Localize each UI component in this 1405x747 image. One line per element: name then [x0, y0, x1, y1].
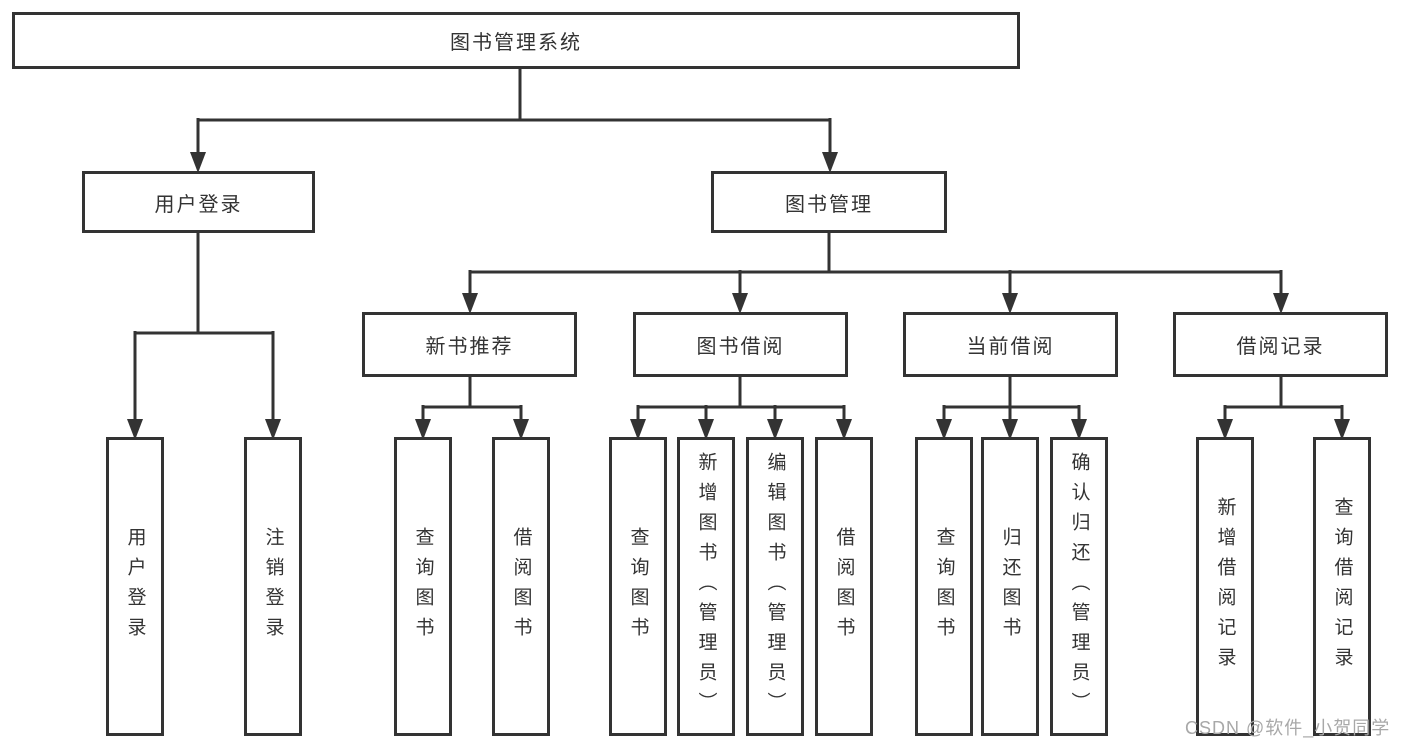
leaf-label: 新增图书（管理员） — [695, 451, 717, 722]
leaf-label: 借阅图书 — [510, 526, 532, 647]
arrow-down-icon — [936, 419, 952, 440]
leaf-label: 用户登录 — [124, 526, 146, 647]
arrow-down-icon — [1334, 419, 1350, 440]
arrow-down-icon — [415, 419, 431, 440]
leaf-query-borrow-record: 查询借阅记录 — [1313, 437, 1371, 736]
csdn-watermark: CSDN @软件_小贺同学 — [1185, 718, 1391, 738]
arrow-down-icon — [698, 419, 714, 440]
node-root-system: 图书管理系统 — [12, 12, 1020, 69]
arrow-down-icon — [836, 419, 852, 440]
leaf-return-books: 归还图书 — [981, 437, 1039, 736]
leaf-query-books-current: 查询图书 — [915, 437, 973, 736]
leaf-query-books-recommend: 查询图书 — [394, 437, 452, 736]
leaf-logout: 注销登录 — [244, 437, 302, 736]
arrow-down-icon — [822, 152, 838, 173]
leaf-edit-books-admin: 编辑图书（管理员） — [746, 437, 804, 736]
arrow-down-icon — [1273, 293, 1289, 314]
leaf-label: 归还图书 — [999, 526, 1021, 647]
arrow-down-icon — [1002, 419, 1018, 440]
leaf-add-borrow-record: 新增借阅记录 — [1196, 437, 1254, 736]
edge-new-book-recommend-children — [421, 375, 523, 422]
arrow-down-icon — [513, 419, 529, 440]
edge-borrow-records-children — [1223, 377, 1344, 422]
leaf-label: 查询图书 — [627, 526, 649, 647]
node-borrow-records: 借阅记录 — [1173, 312, 1388, 377]
arrow-down-icon — [265, 419, 281, 440]
arrow-down-icon — [767, 419, 783, 440]
leaf-label: 查询图书 — [933, 526, 955, 647]
leaf-label: 查询图书 — [412, 526, 434, 647]
arrow-down-icon — [127, 419, 143, 440]
node-book-management: 图书管理 — [711, 171, 947, 233]
leaf-query-books-borrow: 查询图书 — [609, 437, 667, 736]
arrow-down-icon — [190, 152, 206, 173]
edge-book-borrow-children — [636, 375, 846, 422]
arrow-down-icon — [1071, 419, 1087, 440]
arrow-down-icon — [1002, 293, 1018, 314]
leaf-label: 编辑图书（管理员） — [764, 451, 786, 722]
leaf-add-books-admin: 新增图书（管理员） — [677, 437, 735, 736]
node-new-book-recommend: 新书推荐 — [362, 312, 577, 377]
leaf-user-login: 用户登录 — [106, 437, 164, 736]
edge-current-borrow-children — [942, 377, 1081, 422]
leaf-label: 查询借阅记录 — [1331, 496, 1353, 677]
edge-user-login-children — [133, 233, 275, 422]
node-book-borrow: 图书借阅 — [633, 312, 848, 377]
arrow-down-icon — [732, 293, 748, 314]
leaf-borrow-books: 借阅图书 — [815, 437, 873, 736]
node-user-login: 用户登录 — [82, 171, 315, 233]
arrow-down-icon — [630, 419, 646, 440]
edge-root-to-level2 — [196, 68, 832, 155]
edge-book-management-children — [468, 233, 1283, 296]
leaf-confirm-return-admin: 确认归还（管理员） — [1050, 437, 1108, 736]
leaf-borrow-books-recommend: 借阅图书 — [492, 437, 550, 736]
node-current-borrow: 当前借阅 — [903, 312, 1118, 377]
arrowhead-icons — [127, 152, 1350, 440]
leaf-label: 确认归还（管理员） — [1068, 451, 1090, 722]
leaf-label: 注销登录 — [262, 526, 284, 647]
arrow-down-icon — [462, 293, 478, 314]
leaf-label: 借阅图书 — [833, 526, 855, 647]
arrow-down-icon — [1217, 419, 1233, 440]
leaf-label: 新增借阅记录 — [1214, 496, 1236, 677]
